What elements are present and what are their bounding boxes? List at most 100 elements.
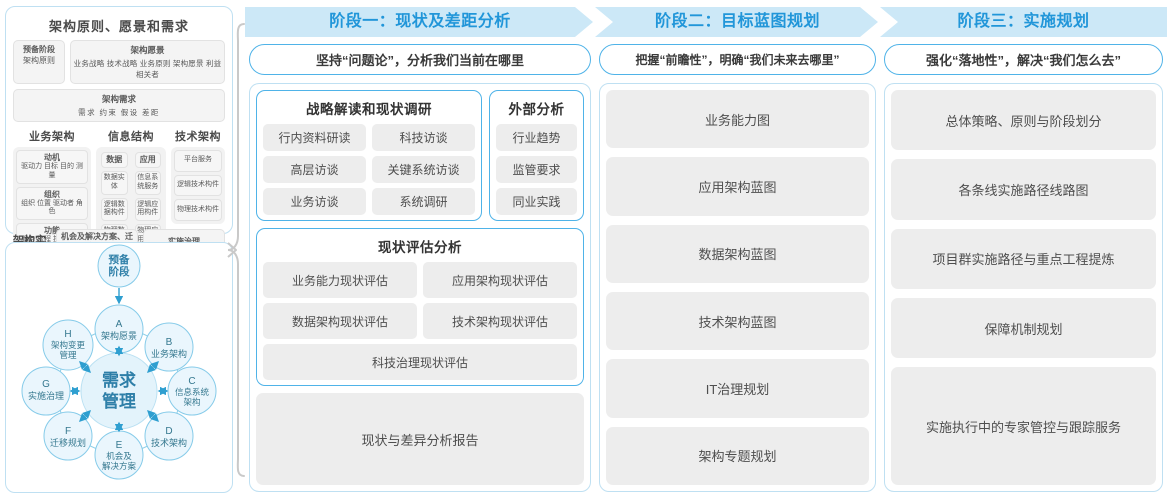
- togaf-vision-title: 架构愿景: [130, 45, 165, 55]
- adm-node-F-key: F: [65, 426, 71, 437]
- phase-3-item[interactable]: 保障机制规划: [891, 297, 1156, 359]
- togaf-content-framework-panel: 架构原则、愿景和需求 预备阶段 架构原则 架构愿景 业务战略 技术战略 业务原则…: [5, 6, 233, 267]
- togaf-column-business: 业务架构 动机 驱动力 目标 目的 测量 组织 组织 位置 驱动者 角色 功能: [13, 128, 91, 251]
- chip-row: 数据架构现状评估 技术架构现状评估: [263, 303, 577, 339]
- assessment-chip[interactable]: 数据架构现状评估: [263, 303, 417, 339]
- togaf-requirement-box: 架构需求 需求 约束 假设 差距: [13, 89, 225, 122]
- chip-row: 业务能力现状评估 应用架构现状评估: [263, 262, 577, 298]
- phase-3-item[interactable]: 项目群实施路径与重点工程提炼: [891, 228, 1156, 289]
- togaf-info-app-item: 信息系统服务: [134, 171, 161, 195]
- togaf-info-data-title: 数据: [101, 152, 128, 168]
- phase-2-item[interactable]: 架构专题规划: [606, 426, 869, 485]
- assessment-chip[interactable]: 技术架构现状评估: [423, 303, 577, 339]
- togaf-business-group-sub: 组织 位置 驱动者 角色: [21, 199, 83, 216]
- adm-node-E-key: E: [116, 440, 123, 451]
- togaf-business-group: 组织 组织 位置 驱动者 角色: [16, 186, 88, 220]
- togaf-tech-item: 物理技术构件: [174, 199, 222, 222]
- togaf-column-information: 信息结构 数据 数据实体 逻辑数据构件 物理数据构件 应用 信息系统服务 逻辑应…: [96, 128, 166, 253]
- togaf-info-data-item: 逻辑数据构件: [101, 197, 128, 221]
- phase-2-header-arrow-icon: [595, 7, 878, 37]
- phase-3-item[interactable]: 总体策略、原则与阶段划分: [891, 90, 1156, 151]
- strategy-research-title: 战略解读和现状调研: [306, 102, 432, 117]
- external-chip[interactable]: 同业实践: [496, 188, 577, 215]
- external-analysis-chips: 行业趋势 监管要求 同业实践: [496, 124, 577, 215]
- strategy-chip[interactable]: 科技访谈: [372, 124, 475, 151]
- chip-row: 行内资料研读 科技访谈: [263, 124, 475, 151]
- external-analysis-card: 外部分析 行业趋势 监管要求 同业实践: [489, 90, 584, 221]
- strategy-chip[interactable]: 系统调研: [372, 188, 475, 215]
- current-state-assessment-chips: 业务能力现状评估 应用架构现状评估 数据架构现状评估 技术架构现状评估 科技治理…: [263, 262, 577, 380]
- phase-1-top-row: 战略解读和现状调研 行内资料研读 科技访谈 高层访谈 关键系统访谈: [256, 90, 584, 221]
- adm-node-B-key: B: [166, 337, 173, 348]
- phase-2-item[interactable]: 数据架构蓝图: [606, 224, 869, 283]
- phase-2-header-label: 阶段二：目标蓝图规划: [654, 12, 820, 30]
- adm-node-A-label: 架构愿景: [101, 330, 137, 341]
- phase-2-item[interactable]: IT治理规划: [606, 359, 869, 418]
- external-chip[interactable]: 监管要求: [496, 156, 577, 183]
- current-state-assessment-card: 现状评估分析 业务能力现状评估 应用架构现状评估 数据架构现状评估 技术架构现状…: [256, 228, 584, 386]
- adm-node-E-label1: 机会及: [106, 451, 132, 461]
- assessment-chip[interactable]: 业务能力现状评估: [263, 262, 417, 298]
- togaf-prep-box: 预备阶段 架构原则: [13, 40, 65, 84]
- togaf-domain-columns: 业务架构 动机 驱动力 目标 目的 测量 组织 组织 位置 驱动者 角色 功能: [13, 128, 225, 253]
- phase-3-header[interactable]: 阶段三：实施规划: [880, 0, 1167, 37]
- togaf-column-technology: 技术架构 平台服务 逻辑技术构件 物理技术构件: [171, 128, 225, 224]
- togaf-row-vision: 预备阶段 架构原则 架构愿景 业务战略 技术战略 业务原则 架构愿景 利益相关者: [13, 40, 225, 84]
- phase-1-body: 战略解读和现状调研 行内资料研读 科技访谈 高层访谈 关键系统访谈: [249, 83, 591, 492]
- adm-cycle-panel: 需求 管理 预备 阶段 A 架构愿景 B 业务架构 C: [5, 242, 233, 493]
- adm-prep-line2: 阶段: [109, 265, 130, 278]
- adm-node-D-label: 技术架构: [151, 437, 187, 448]
- togaf-column-technology-body: 平台服务 逻辑技术构件 物理技术构件: [171, 147, 225, 224]
- chip-row: 监管要求: [496, 156, 577, 183]
- strategy-chip[interactable]: 行内资料研读: [263, 124, 366, 151]
- adm-node-A-key: A: [116, 319, 123, 330]
- adm-node-C-key: C: [188, 376, 195, 387]
- adm-node-H-label2: 管理: [59, 350, 77, 360]
- adm-node-F-label: 迁移规划: [50, 437, 86, 448]
- phase-3-body: 总体策略、原则与阶段划分 各条线实施路径线路图 项目群实施路径与重点工程提炼 保…: [884, 83, 1163, 492]
- phase-2-header[interactable]: 阶段二：目标蓝图规划: [595, 0, 880, 37]
- phase-3-header-arrow-icon: [880, 7, 1167, 37]
- phase-1-header[interactable]: 阶段一：现状及差距分析: [245, 0, 595, 37]
- togaf-business-group: 动机 驱动力 目标 目的 测量: [16, 150, 88, 184]
- phase-2-item[interactable]: 应用架构蓝图: [606, 157, 869, 216]
- togaf-prep-title: 预备阶段: [23, 45, 55, 54]
- phase-1: 阶段一：现状及差距分析 坚持“问题论”，分析我们当前在哪里 战略解读和现状调研 …: [245, 0, 595, 499]
- assessment-chip[interactable]: 应用架构现状评估: [423, 262, 577, 298]
- togaf-tech-item: 逻辑技术构件: [174, 174, 222, 197]
- adm-cycle-svg: 需求 管理 预备 阶段 A 架构愿景 B 业务架构 C: [21, 244, 217, 480]
- strategy-chip[interactable]: 高层访谈: [263, 156, 366, 183]
- adm-node-H-label1: 架构变更: [51, 340, 86, 350]
- togaf-requirement-sub: 需求 约束 假设 差距: [78, 108, 160, 117]
- phase-3: 阶段三：实施规划 强化“落地性”，解决“我们怎么去” 总体策略、原则与阶段划分 …: [880, 0, 1167, 499]
- strategy-chip[interactable]: 业务访谈: [263, 188, 366, 215]
- phase-3-header-label: 阶段三：实施规划: [957, 12, 1090, 30]
- togaf-prep-sub: 架构原则: [23, 55, 55, 65]
- adm-node-H-key: H: [64, 329, 71, 340]
- phase-2-item-list: 业务能力图 应用架构蓝图 数据架构蓝图 技术架构蓝图 IT治理规划 架构专题规划: [606, 90, 869, 485]
- togaf-column-business-body: 动机 驱动力 目标 目的 测量 组织 组织 位置 驱动者 角色 功能 服务 流程…: [13, 147, 91, 251]
- togaf-vision-sub: 业务战略 技术战略 业务原则 架构愿景 利益相关者: [73, 59, 222, 79]
- togaf-column-technology-title: 技术架构: [175, 131, 221, 143]
- togaf-business-group-sub: 驱动力 目标 目的 测量: [21, 163, 83, 179]
- phases-container: 阶段一：现状及差距分析 坚持“问题论”，分析我们当前在哪里 战略解读和现状调研 …: [245, 0, 1167, 499]
- adm-prep-line1: 预备: [109, 253, 130, 266]
- phase-3-item[interactable]: 各条线实施路径线路图: [891, 159, 1156, 220]
- phase-2-item[interactable]: 技术架构蓝图: [606, 291, 869, 351]
- phase-3-subtitle: 强化“落地性”，解决“我们怎么去”: [884, 44, 1163, 75]
- gap-analysis-report-item[interactable]: 现状与差异分析报告: [256, 393, 584, 485]
- phase-2-item[interactable]: 业务能力图: [606, 90, 869, 149]
- chip-row: 同业实践: [496, 188, 577, 215]
- adm-center-line2: 管理: [102, 391, 136, 411]
- assessment-chip[interactable]: 科技治理现状评估: [263, 344, 577, 380]
- strategy-chip[interactable]: 关键系统访谈: [372, 156, 475, 183]
- adm-node-D-key: D: [165, 426, 172, 437]
- phase-3-item[interactable]: 实施执行中的专家管控与跟踪服务: [891, 367, 1156, 485]
- togaf-business-group-sub: 服务 流程 控制 功能: [21, 236, 83, 243]
- external-chip[interactable]: 行业趋势: [496, 124, 577, 151]
- adm-node-G-label: 实施治理: [28, 390, 64, 401]
- phase-1-subtitle: 坚持“问题论”，分析我们当前在哪里: [249, 44, 591, 75]
- togaf-column-information-title: 信息结构: [108, 131, 154, 143]
- adm-node-G-key: G: [42, 379, 50, 390]
